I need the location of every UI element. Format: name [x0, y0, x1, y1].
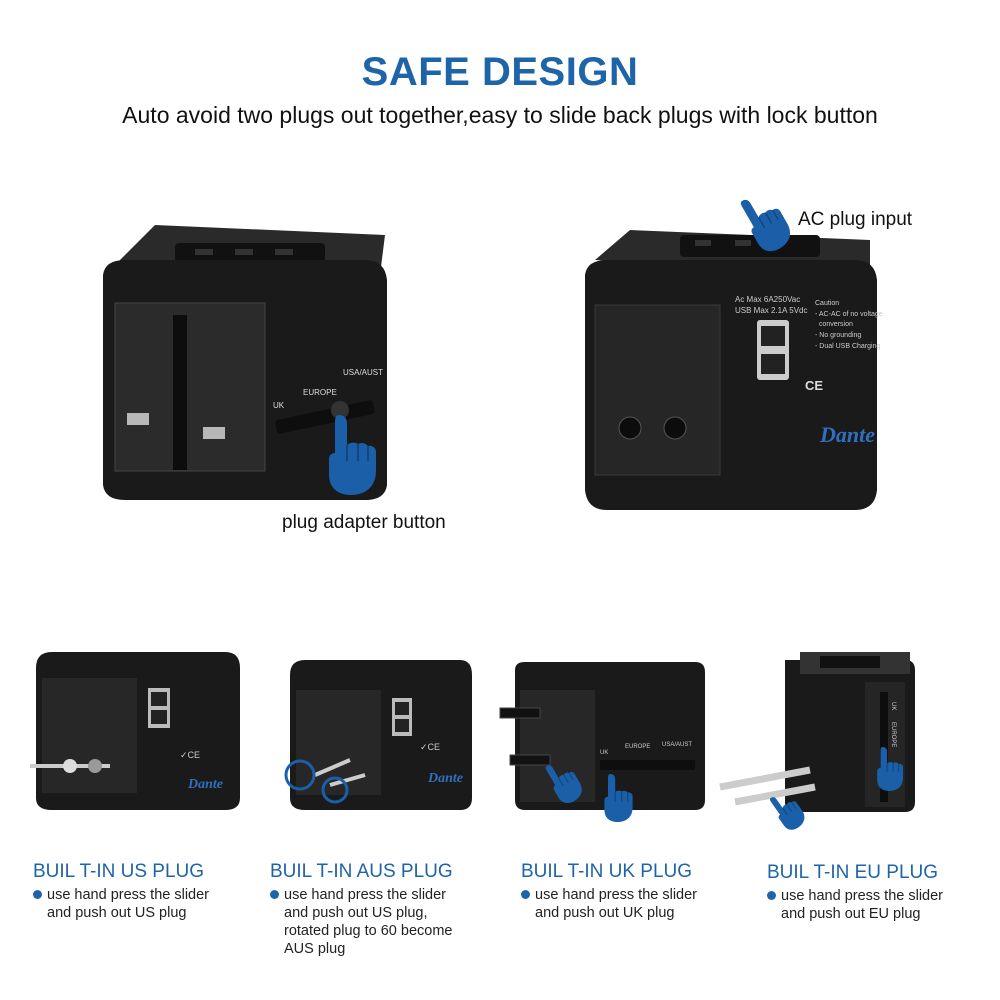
- brand-logo: Dante: [427, 771, 463, 786]
- caution-item-3: - Dual USB Charging: [815, 343, 880, 350]
- svg-text:USA/AUST: USA/AUST: [662, 742, 692, 748]
- front-adapter-image: UK EUROPE USA/AUST: [103, 225, 387, 500]
- description-line: use hand press the slider: [781, 888, 944, 904]
- pointing-hand-icon: [735, 186, 797, 258]
- description-line: and push out US plug: [47, 905, 187, 921]
- uk-plug-description: use hand press the slider and push out U…: [521, 886, 697, 922]
- svg-text:UK: UK: [600, 750, 608, 756]
- svg-text:✓CE: ✓CE: [180, 750, 200, 760]
- certification-marks: CE: [805, 378, 823, 393]
- eu-plug-adapter-image: UK EUROPE: [719, 652, 915, 834]
- callout-ac-plug-input: AC plug input: [798, 209, 913, 230]
- us-plug-title: BUIL T-IN US PLUG: [33, 861, 205, 882]
- description-line: use hand press the slider: [47, 887, 210, 903]
- us-plug-description: use hand press the slider and push out U…: [33, 886, 209, 922]
- rear-adapter-image: Ac Max 6A250Vac USB Max 2.1A 5Vdc Cautio…: [585, 230, 883, 510]
- description-line: AUS plug: [284, 941, 346, 957]
- selector-label-usa-aust: USA/AUST: [343, 368, 383, 377]
- bullet-icon: [767, 891, 776, 900]
- description-line: and push out US plug,: [284, 905, 428, 921]
- description-line: and push out EU plug: [781, 906, 921, 922]
- eu-plug-title: BUIL T-IN EU PLUG: [767, 862, 939, 883]
- svg-text:EUROPE: EUROPE: [625, 744, 650, 750]
- caution-item-1: - AC-AC of no voltage: [815, 311, 883, 318]
- uk-plug-adapter-image: UK EUROPE USA/AUST: [499, 662, 705, 823]
- brand-logo: Dante: [819, 422, 875, 447]
- brand-logo: Dante: [187, 777, 223, 792]
- selector-label-uk: UK: [273, 401, 285, 410]
- svg-text:EUROPE: EUROPE: [890, 722, 896, 747]
- description-line: use hand press the slider: [284, 887, 447, 903]
- page-subtitle: Auto avoid two plugs out together,easy t…: [122, 102, 878, 128]
- aus-plug-adapter-image: ✓CE Dante: [284, 660, 472, 810]
- eu-plug-description: use hand press the slider and push out E…: [767, 887, 943, 923]
- uk-plug-title: BUIL T-IN UK PLUG: [521, 861, 693, 882]
- aus-plug-description: use hand press the slider and push out U…: [270, 886, 452, 958]
- description-line: and push out UK plug: [535, 905, 675, 921]
- selector-label-europe: EUROPE: [303, 388, 337, 397]
- us-plug-adapter-image: ✓CE Dante: [30, 652, 240, 810]
- svg-text:UK: UK: [890, 702, 896, 710]
- bullet-icon: [521, 890, 530, 899]
- svg-text:✓CE: ✓CE: [420, 742, 440, 752]
- spec-line-2: USB Max 2.1A 5Vdc: [735, 306, 807, 315]
- caution-title: Caution: [815, 300, 839, 307]
- callout-plug-adapter-button: plug adapter button: [282, 512, 446, 533]
- caution-item-2: - No grounding: [815, 332, 861, 339]
- description-line: use hand press the slider: [535, 887, 698, 903]
- aus-plug-title: BUIL T-IN AUS PLUG: [270, 861, 453, 882]
- spec-line-1: Ac Max 6A250Vac: [735, 295, 800, 304]
- bullet-icon: [33, 890, 42, 899]
- page-title: SAFE DESIGN: [361, 50, 639, 94]
- caution-item-1b: conversion: [819, 321, 853, 328]
- bullet-icon: [270, 890, 279, 899]
- description-line: rotated plug to 60 become: [284, 923, 453, 939]
